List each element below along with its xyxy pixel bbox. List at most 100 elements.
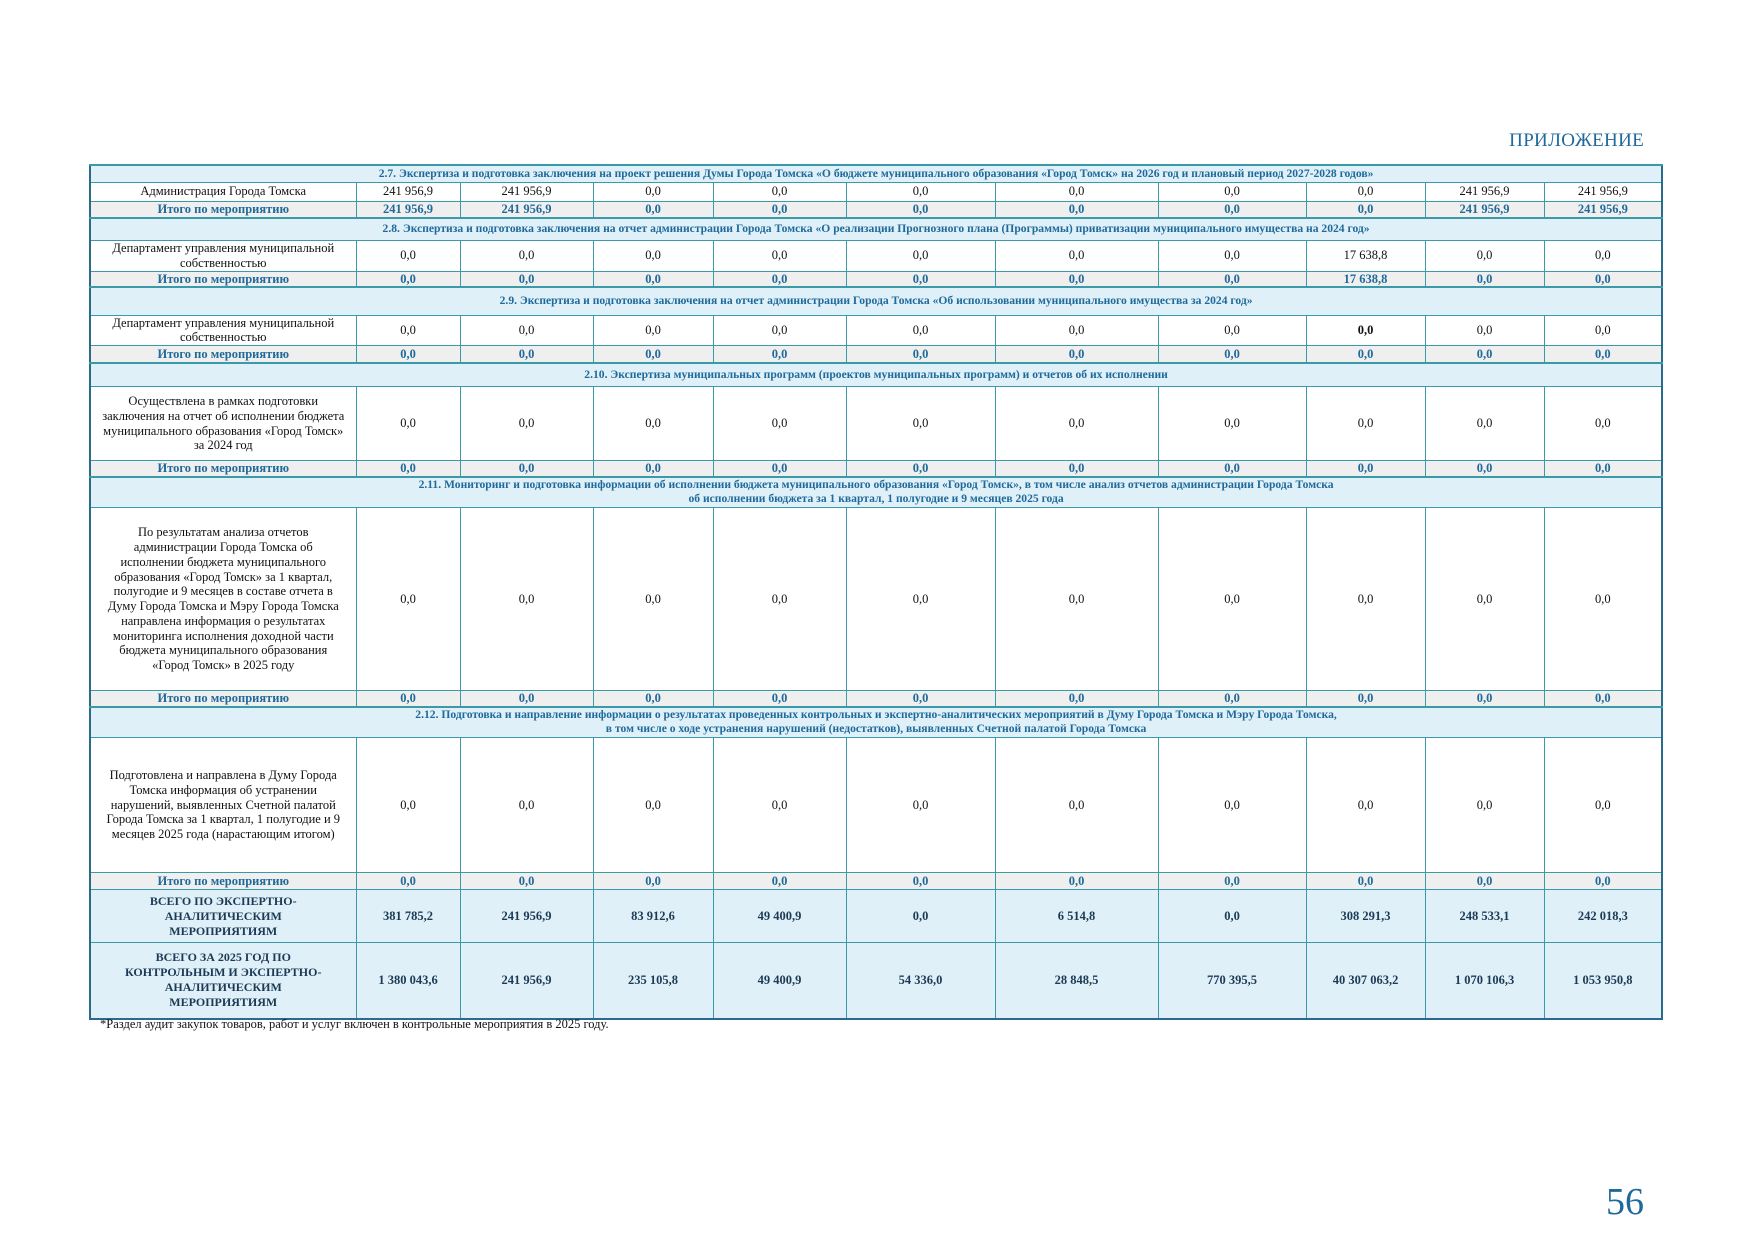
total-cell: 0,0 xyxy=(355,270,461,288)
row-label: Подготовлена и направлена в Думу Города … xyxy=(89,737,357,874)
total-cell: 0,0 xyxy=(1543,690,1663,708)
value-cell: 0,0 xyxy=(712,507,847,692)
value-cell: 0,0 xyxy=(994,507,1159,692)
grand-total-cell: 241 956,9 xyxy=(459,889,594,944)
grand-total-cell: 308 291,3 xyxy=(1305,889,1426,944)
total-cell: 0,0 xyxy=(459,270,594,288)
total-cell: 0,0 xyxy=(355,345,461,364)
value-cell: 17 638,8 xyxy=(1305,239,1426,272)
value-cell: 0,0 xyxy=(994,181,1159,202)
value-cell: 0,0 xyxy=(355,314,461,347)
total-cell: 0,0 xyxy=(1157,872,1307,891)
table-row: Осуществлена в рамках подготовки заключе… xyxy=(89,386,1663,462)
value-cell: 0,0 xyxy=(1157,181,1307,202)
grand-total-cell: 381 785,2 xyxy=(355,889,461,944)
value-cell: 0,0 xyxy=(712,314,847,347)
total-cell: 0,0 xyxy=(1543,460,1663,478)
appendix-label: ПРИЛОЖЕНИЕ xyxy=(1509,130,1644,151)
total-cell: 0,0 xyxy=(845,690,996,708)
total-cell: 0,0 xyxy=(712,200,847,219)
value-cell: 0,0 xyxy=(1305,507,1426,692)
grand-total-cell: 241 956,9 xyxy=(459,942,594,1020)
total-cell: 0,0 xyxy=(1424,270,1545,288)
value-cell: 0,0 xyxy=(355,737,461,874)
total-cell: 0,0 xyxy=(845,270,996,288)
total-cell: 0,0 xyxy=(1543,270,1663,288)
total-cell: 0,0 xyxy=(845,460,996,478)
total-cell: 0,0 xyxy=(1157,345,1307,364)
value-cell: 0,0 xyxy=(845,239,996,272)
total-cell: 0,0 xyxy=(459,872,594,891)
section-header: 2.8. Экспертиза и подготовка заключения … xyxy=(89,217,1663,241)
total-cell: 17 638,8 xyxy=(1305,270,1426,288)
value-cell: 0,0 xyxy=(1157,239,1307,272)
total-cell: 0,0 xyxy=(459,690,594,708)
section-title: 2.10. Экспертиза муниципальных программ … xyxy=(89,361,1663,388)
value-cell: 0,0 xyxy=(459,386,594,462)
total-cell: 241 956,9 xyxy=(1543,200,1663,219)
row-label: Департамент управления муниципальной соб… xyxy=(89,239,357,272)
grand-total-cell: 0,0 xyxy=(845,889,996,944)
value-cell: 241 956,9 xyxy=(355,181,461,202)
total-cell: 0,0 xyxy=(1305,872,1426,891)
grand-total-row: ВСЕГО ЗА 2025 ГОД ПО КОНТРОЛЬНЫМ И ЭКСПЕ… xyxy=(89,942,1663,1020)
value-cell: 0,0 xyxy=(1543,386,1663,462)
section-title-line: 2.8. Экспертиза и подготовка заключения … xyxy=(382,222,1370,236)
total-cell: 0,0 xyxy=(994,200,1159,219)
total-cell: 0,0 xyxy=(459,345,594,364)
total-cell: 0,0 xyxy=(994,872,1159,891)
total-cell: 0,0 xyxy=(1157,460,1307,478)
value-cell: 0,0 xyxy=(1305,386,1426,462)
table-body: 2.7. Экспертиза и подготовка заключения … xyxy=(89,164,1663,1020)
total-cell: 0,0 xyxy=(712,872,847,891)
total-cell: 0,0 xyxy=(712,345,847,364)
value-cell: 0,0 xyxy=(355,239,461,272)
total-cell: 0,0 xyxy=(592,270,714,288)
value-cell: 0,0 xyxy=(1424,737,1545,874)
section-title-line: об исполнении бюджета за 1 квартал, 1 по… xyxy=(688,492,1064,506)
page-number: 56 xyxy=(1606,1181,1644,1223)
grand-total-cell: 49 400,9 xyxy=(712,889,847,944)
total-cell: 0,0 xyxy=(592,345,714,364)
table-row: Департамент управления муниципальной соб… xyxy=(89,314,1663,347)
section-title-line: 2.7. Экспертиза и подготовка заключения … xyxy=(378,166,1374,180)
table-row: Департамент управления муниципальной соб… xyxy=(89,239,1663,272)
grand-total-label: ВСЕГО ПО ЭКСПЕРТНО-АНАЛИТИЧЕСКИМ МЕРОПРИ… xyxy=(89,889,357,944)
grand-total-cell: 248 533,1 xyxy=(1424,889,1545,944)
section-title-line: 2.9. Экспертиза и подготовка заключения … xyxy=(499,294,1253,308)
expert-activities-table: 2.7. Экспертиза и подготовка заключения … xyxy=(89,164,1664,1020)
grand-total-row: ВСЕГО ПО ЭКСПЕРТНО-АНАЛИТИЧЕСКИМ МЕРОПРИ… xyxy=(89,889,1663,944)
total-cell: 0,0 xyxy=(994,270,1159,288)
value-cell: 0,0 xyxy=(1543,737,1663,874)
total-cell: 0,0 xyxy=(1543,872,1663,891)
total-cell: 0,0 xyxy=(1305,345,1426,364)
total-cell: 0,0 xyxy=(1424,872,1545,891)
section-title-line: 2.10. Экспертиза муниципальных программ … xyxy=(584,367,1168,381)
value-cell: 0,0 xyxy=(1543,239,1663,272)
value-cell: 0,0 xyxy=(845,507,996,692)
section-title-line: 2.11. Мониторинг и подготовка информации… xyxy=(418,478,1334,492)
total-cell: 0,0 xyxy=(1305,690,1426,708)
grand-total-cell: 235 105,8 xyxy=(592,942,714,1020)
grand-total-label: ВСЕГО ЗА 2025 ГОД ПО КОНТРОЛЬНЫМ И ЭКСПЕ… xyxy=(89,942,357,1020)
grand-total-cell: 49 400,9 xyxy=(712,942,847,1020)
grand-total-cell: 242 018,3 xyxy=(1543,889,1663,944)
section-title: 2.11. Мониторинг и подготовка информации… xyxy=(89,475,1663,509)
total-label: Итого по мероприятию xyxy=(89,345,357,364)
section-title-line: в том числе о ходе устранения нарушений … xyxy=(605,722,1147,736)
value-cell: 0,0 xyxy=(1424,507,1545,692)
value-cell: 0,0 xyxy=(845,737,996,874)
total-label: Итого по мероприятию xyxy=(89,200,357,219)
total-cell: 0,0 xyxy=(712,690,847,708)
table-row: Подготовлена и направлена в Думу Города … xyxy=(89,737,1663,874)
total-cell: 0,0 xyxy=(355,460,461,478)
total-cell: 0,0 xyxy=(994,690,1159,708)
grand-total-cell: 28 848,5 xyxy=(994,942,1159,1020)
grand-total-cell: 83 912,6 xyxy=(592,889,714,944)
section-header: 2.7. Экспертиза и подготовка заключения … xyxy=(89,164,1663,183)
value-cell: 0,0 xyxy=(1157,314,1307,347)
value-cell: 0,0 xyxy=(1543,507,1663,692)
total-cell: 0,0 xyxy=(1424,690,1545,708)
